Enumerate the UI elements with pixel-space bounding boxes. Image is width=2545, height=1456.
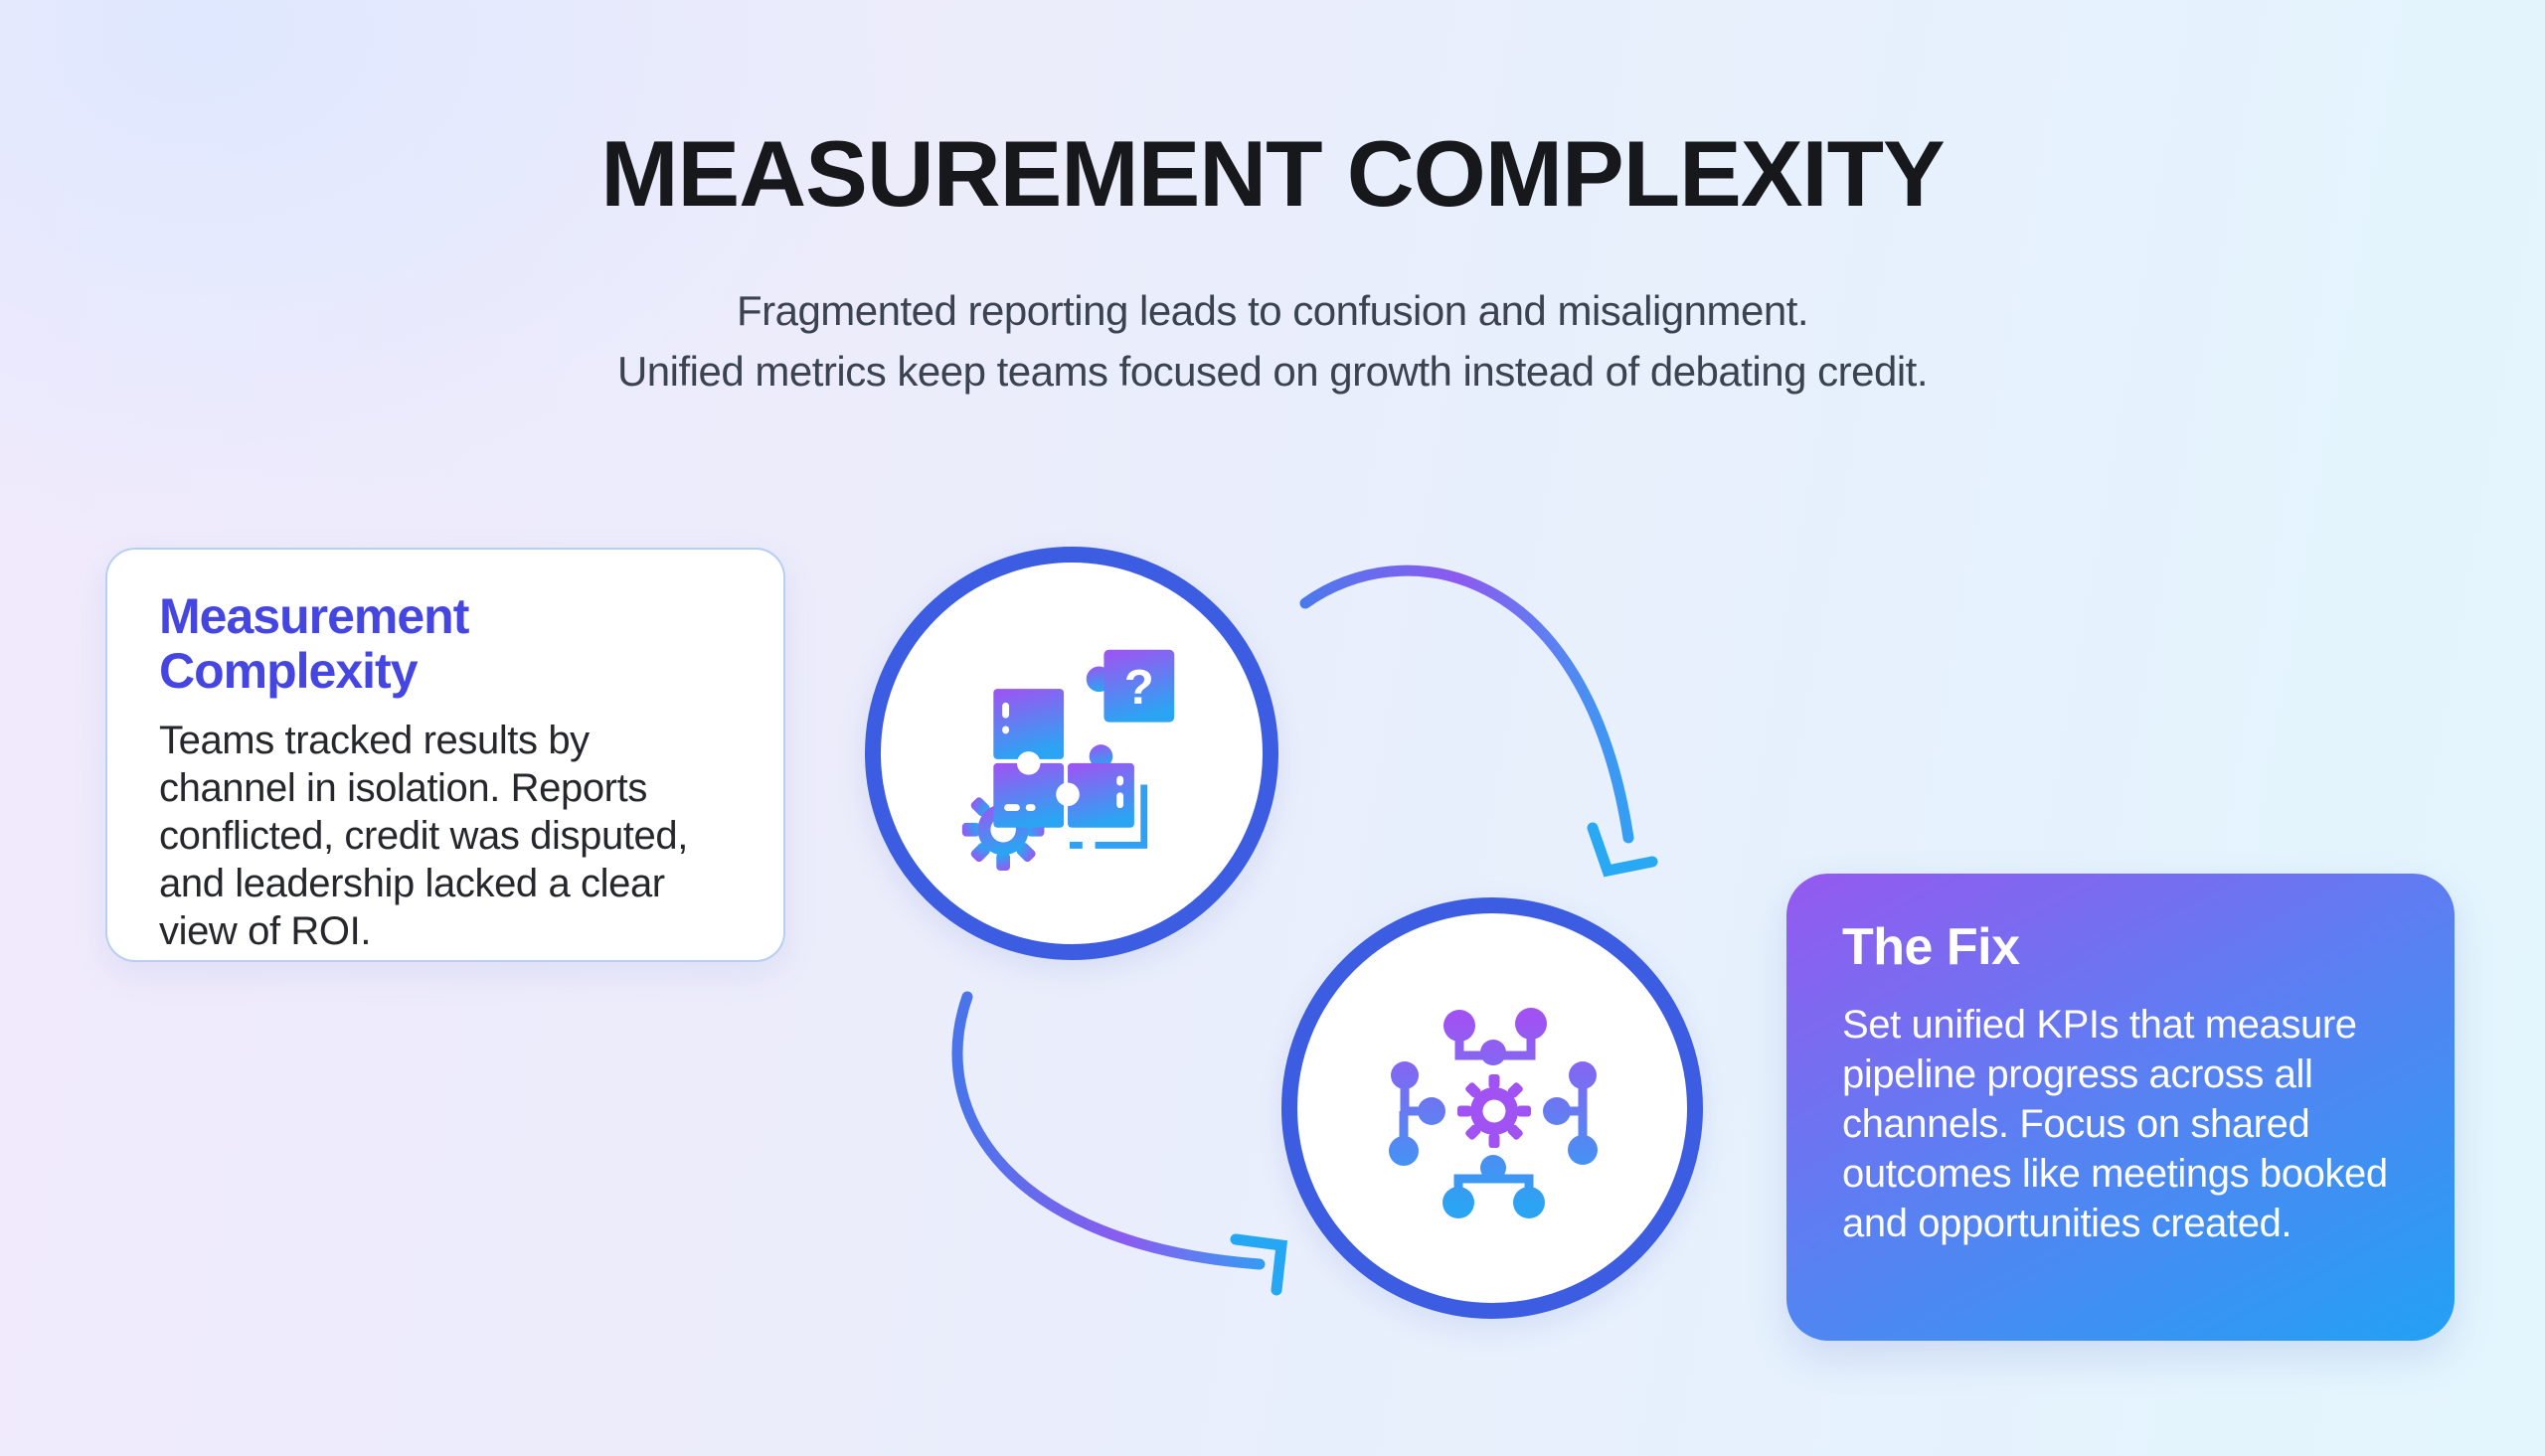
fix-card-body: Set unified KPIs that measure pipeline p… <box>1842 1003 2388 1246</box>
puzzle-pieces-question-icon: ? <box>961 649 1175 872</box>
question-mark-glyph: ? <box>1124 660 1154 715</box>
curved-arrow-bottom-icon <box>951 991 1288 1296</box>
page-subtitle: Fragmented reporting leads to confusion … <box>0 280 2545 402</box>
subtitle-line-2: Unified metrics keep teams focused on gr… <box>616 348 1929 395</box>
network-hub-gear-icon <box>1389 1008 1598 1218</box>
curved-arrow-top-icon <box>1299 565 1658 878</box>
page-title: MEASUREMENT COMPLEXITY <box>600 121 1946 226</box>
subtitle-line-1: Fragmented reporting leads to confusion … <box>736 287 1809 334</box>
fix-card: The Fix Set unified KPIs that measure pi… <box>1786 874 2455 1341</box>
problem-card-body: Teams tracked results by channel in isol… <box>159 719 688 953</box>
problem-card-heading: Measurement Complexity <box>159 588 469 699</box>
problem-card: Measurement Complexity Teams tracked res… <box>105 548 785 962</box>
fix-card-heading: The Fix <box>1842 918 2020 976</box>
